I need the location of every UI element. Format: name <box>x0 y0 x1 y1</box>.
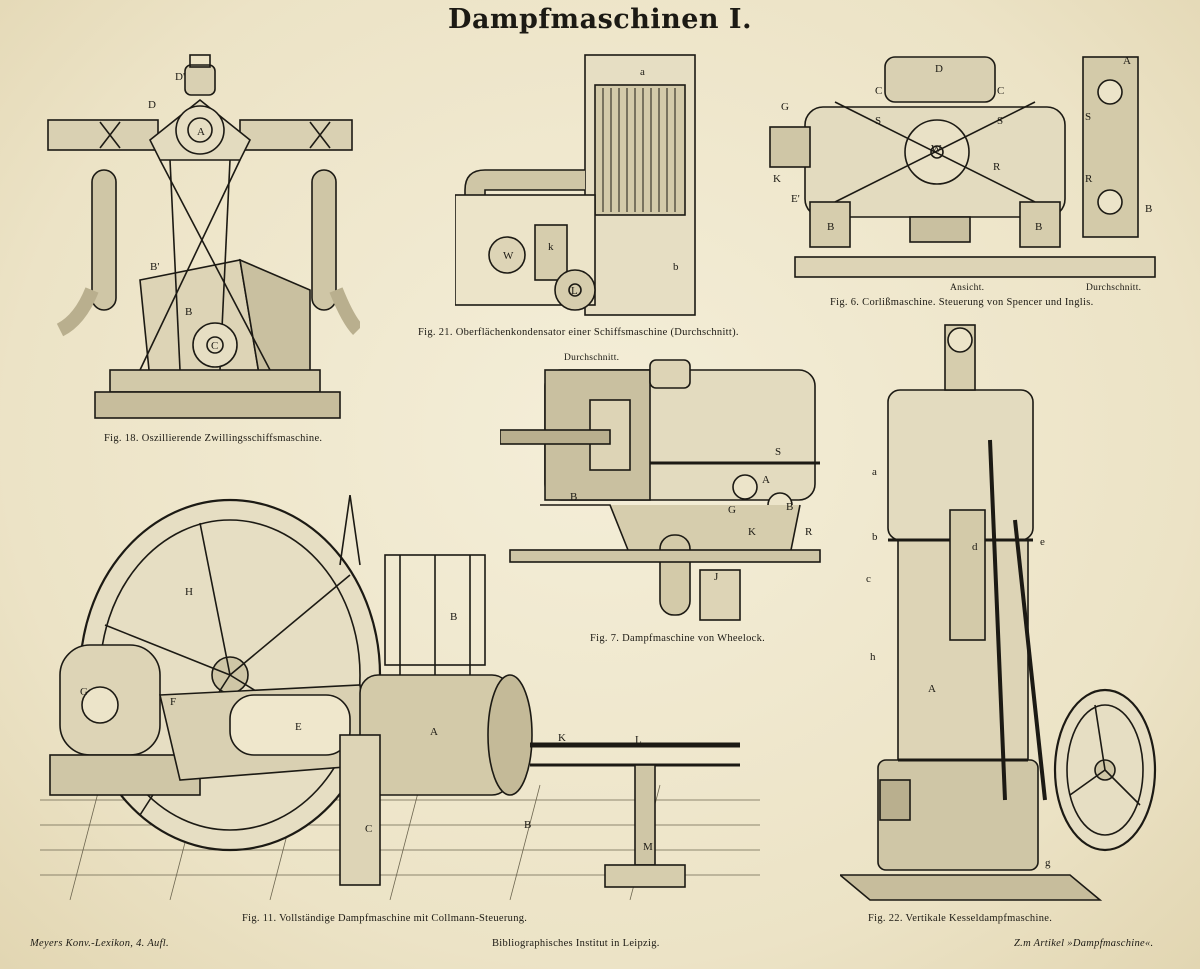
figure-21-caption: Fig. 21. Oberflächenkondensator einer Sc… <box>418 327 739 338</box>
fig11-letter-k: K <box>558 732 566 744</box>
footer-publication: Meyers Konv.-Lexikon, 4. Aufl. <box>30 938 169 949</box>
footer-article-reference: Z.m Artikel »Dampfmaschine«. <box>1014 938 1154 949</box>
fig6-letter-k: K <box>773 173 781 185</box>
fig7-letter-k: K <box>748 526 756 538</box>
fig6-letter-d: D <box>935 63 943 75</box>
fig18-letter-d-prime: D' <box>175 71 185 83</box>
fig21-letter-k: k <box>548 241 554 253</box>
fig7-letter-s: S <box>775 446 781 458</box>
fig18-letter-d: D <box>148 99 156 111</box>
fig11-letter-h: H <box>185 586 193 598</box>
fig11-letter-m: M <box>643 841 653 853</box>
fig18-letter-b-prime: B' <box>150 261 159 273</box>
figure-21-illustration: a W k L b <box>455 50 705 320</box>
figure-22-illustration: a b c h A d e g <box>840 320 1170 905</box>
fig11-letter-c: C <box>365 823 372 835</box>
figure-18-illustration: D' D A B' B C <box>40 50 360 430</box>
figure-6-label-section: Durchschnitt. <box>1086 283 1142 293</box>
fig11-letter-a: A <box>430 726 438 738</box>
fig11-letter-e: E <box>295 721 302 733</box>
fig6-letter-b-section: B <box>1145 203 1152 215</box>
fig22-letter-b: b <box>872 531 878 543</box>
fig22-letter-capital-a: A <box>928 683 936 695</box>
fig7-letter-g: G <box>728 504 736 516</box>
fig6-letter-c-left: C <box>875 85 882 97</box>
fig21-letter-b: b <box>673 261 679 273</box>
footer-publisher: Bibliographisches Institut in Leipzig. <box>492 938 660 949</box>
fig11-letter-l: L <box>635 734 642 746</box>
fig22-letter-a: a <box>872 466 877 478</box>
figure-7-caption: Fig. 7. Dampfmaschine von Wheelock. <box>590 633 766 644</box>
fig6-letter-g: G <box>781 101 789 113</box>
fig11-letter-f: F <box>170 696 176 708</box>
fig6-letter-s-section: S <box>1085 111 1091 123</box>
fig6-letter-r-section: R <box>1085 173 1093 185</box>
fig11-letter-g: G <box>80 686 88 698</box>
fig18-letter-c: C <box>211 340 218 352</box>
fig7-letter-b-right: B <box>786 501 793 513</box>
fig6-letter-b-left: B <box>827 221 834 233</box>
fig11-letter-b-top: B <box>450 611 457 623</box>
fig6-letter-r: R <box>993 161 1001 173</box>
fig22-letter-h: h <box>870 651 876 663</box>
figure-6-caption: Fig. 6. Corlißmaschine. Steuerung von Sp… <box>830 297 1094 308</box>
figure-11-illustration: H G F E B A K L C M B <box>40 495 760 900</box>
fig6-letter-s-left: S <box>875 115 881 127</box>
fig6-letter-e-prime: E' <box>791 193 800 205</box>
fig18-letter-b: B <box>185 306 192 318</box>
fig21-letter-l: L <box>571 285 578 297</box>
fig6-letter-s-right: S <box>997 115 1003 127</box>
fig7-letter-r: R <box>805 526 813 538</box>
fig7-letter-j: J <box>714 571 719 583</box>
fig18-letter-a: A <box>197 126 205 138</box>
figure-7-label-section: Durchschnitt. <box>564 353 620 363</box>
fig22-letter-e: e <box>1040 536 1045 548</box>
fig6-letter-b-right: B <box>1035 221 1042 233</box>
figure-22-caption: Fig. 22. Vertikale Kesseldampfmaschine. <box>868 913 1053 924</box>
fig7-letter-a: A <box>762 474 770 486</box>
fig6-letter-w: W <box>931 143 942 155</box>
fig7-letter-b-left: B <box>570 491 577 503</box>
figure-6-illustration: D G C C S W S R K E' B B A S R B <box>765 52 1160 282</box>
figure-18-caption: Fig. 18. Oszillierende Zwillingsschiffsm… <box>104 433 323 444</box>
fig22-letter-g: g <box>1045 857 1051 869</box>
fig6-letter-a: A <box>1123 55 1131 67</box>
figure-11-caption: Fig. 11. Vollständige Dampfmaschine mit … <box>242 913 528 924</box>
figure-7-illustration: S A B B G K R J <box>500 355 825 625</box>
fig22-letter-c: c <box>866 573 871 585</box>
page-title: Dampfmaschinen I. <box>448 4 752 35</box>
figure-6-label-view: Ansicht. <box>950 283 985 293</box>
fig21-letter-a: a <box>640 66 645 78</box>
fig6-letter-c-right: C <box>997 85 1004 97</box>
fig22-letter-d: d <box>972 541 978 553</box>
fig11-letter-b-bottom: B <box>524 819 531 831</box>
fig21-letter-w: W <box>503 250 514 262</box>
